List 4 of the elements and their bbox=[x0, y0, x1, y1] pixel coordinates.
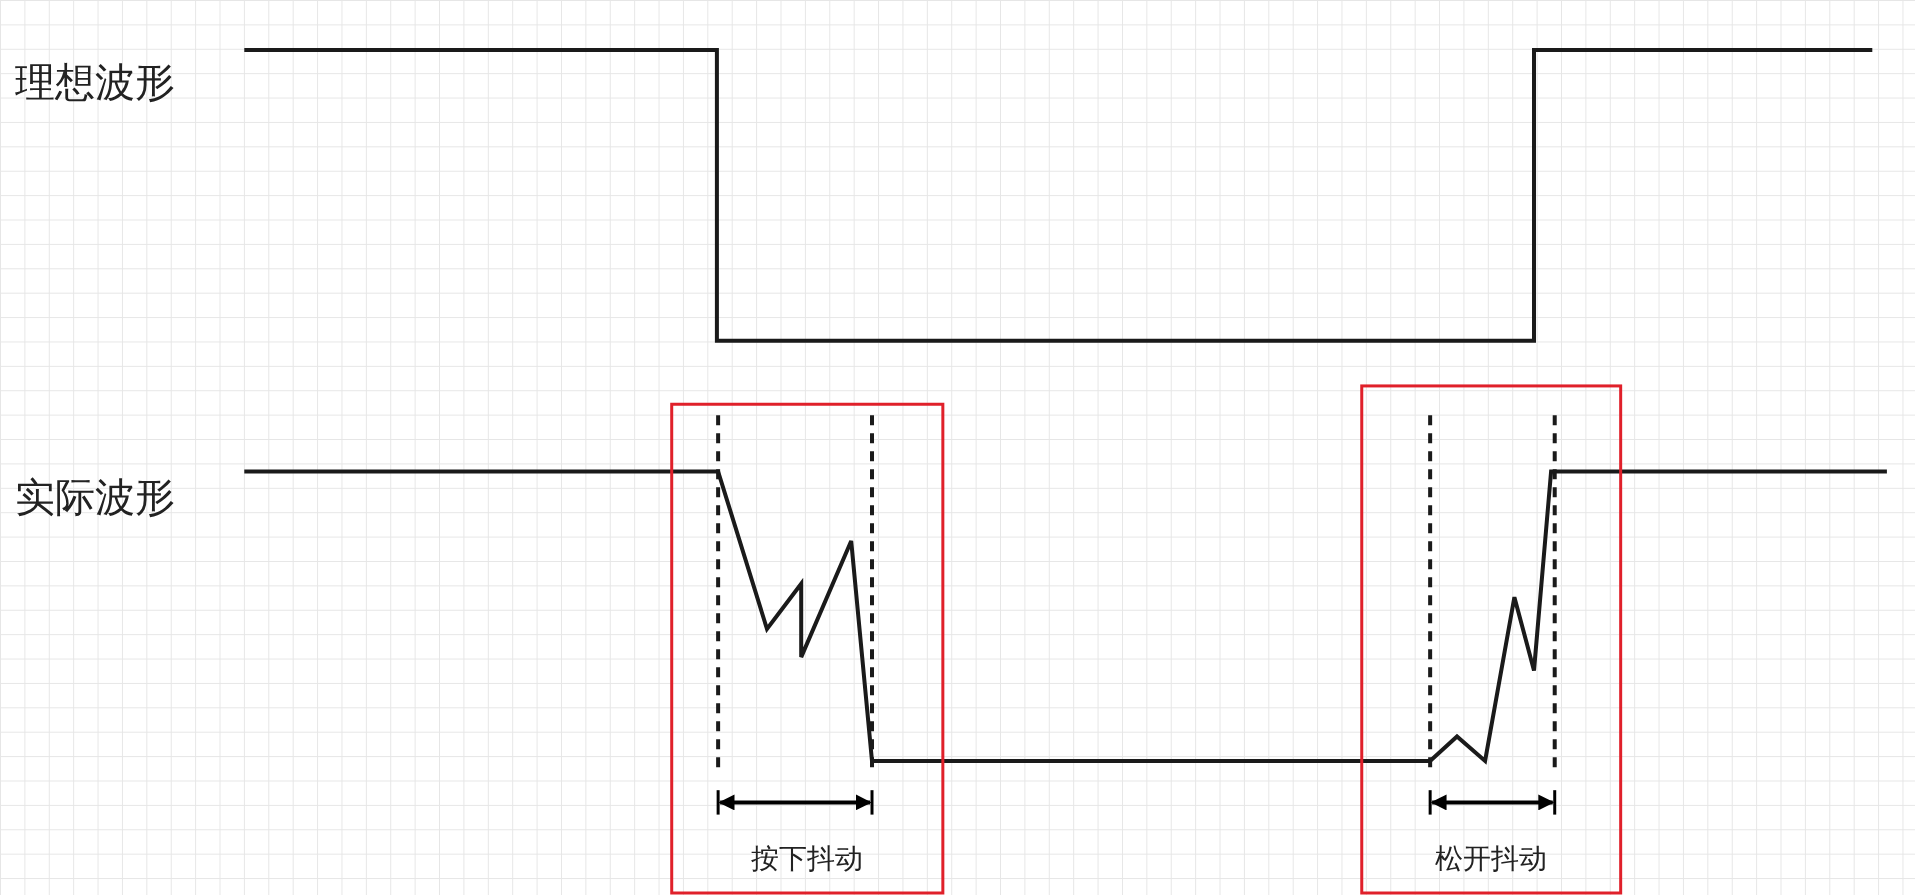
bounce-label: 按下抖动 bbox=[751, 841, 864, 877]
waveform-label: 理想波形 bbox=[15, 58, 175, 107]
waveform-label: 实际波形 bbox=[15, 473, 175, 522]
bounce-label: 松开抖动 bbox=[1435, 841, 1548, 877]
